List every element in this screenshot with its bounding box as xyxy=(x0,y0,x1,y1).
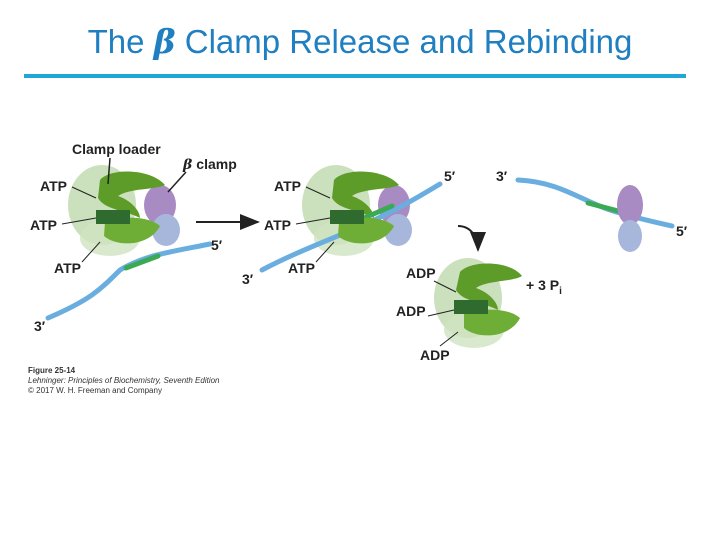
label-atp: ATP xyxy=(40,178,67,194)
pointer-adp xyxy=(433,280,457,293)
clamp-loader-body xyxy=(332,171,399,218)
beta-clamp-blue xyxy=(152,214,180,246)
label-three-prime: 3′ xyxy=(496,168,508,184)
pointer-atp xyxy=(315,241,335,263)
label-atp: ATP xyxy=(54,260,81,276)
label-atp: ATP xyxy=(274,178,301,194)
beta-clamp-blue xyxy=(618,220,642,252)
label-three-prime: 3′ xyxy=(34,318,46,334)
title-suffix: Clamp Release and Rebinding xyxy=(184,23,633,60)
primer-strand-3 xyxy=(585,200,625,215)
beta-clamp-purple xyxy=(617,185,643,225)
clamp-loader-body xyxy=(338,217,394,244)
label-five-prime: 5′ xyxy=(211,237,223,253)
title-underline xyxy=(24,74,686,78)
label-clamp-word: clamp xyxy=(196,156,236,172)
caption-copyright: © 2017 W. H. Freeman and Company xyxy=(28,386,162,395)
label-adp: ADP xyxy=(396,303,426,319)
label-pi-subscript: i xyxy=(559,286,562,297)
label-three-prime: 3′ xyxy=(242,271,254,287)
label-adp: ADP xyxy=(406,265,436,281)
label-five-prime: 5′ xyxy=(444,168,456,184)
pointer-adp xyxy=(439,331,459,347)
pointer-beta-clamp xyxy=(167,171,187,193)
clamp-loader-body xyxy=(456,263,522,310)
clamp-loader-core xyxy=(330,210,364,224)
label-five-prime: 5′ xyxy=(676,223,688,239)
pointer-atp xyxy=(305,186,331,199)
pointer-atp xyxy=(295,217,331,225)
pointer-clamp-loader xyxy=(107,157,111,185)
clamp-loader-body xyxy=(98,171,165,218)
dna-strand-1 xyxy=(45,241,213,321)
pointer-atp xyxy=(81,241,101,263)
panel-clamp-loaded: ATP ATP ATP 5′ 3′ xyxy=(242,165,456,287)
label-atp: ATP xyxy=(30,217,57,233)
release-arrow xyxy=(457,225,486,252)
primer-strand-1 xyxy=(123,253,161,271)
clamp-loader-core xyxy=(454,300,488,314)
clamp-loader-core xyxy=(96,210,130,224)
label-adp: ADP xyxy=(420,347,450,363)
clamp-loader-body xyxy=(104,217,160,244)
slide-title: The β Clamp Release and Rebinding xyxy=(0,22,720,61)
label-clamp-loader: Clamp loader xyxy=(72,141,161,157)
label-plus-pi: + 3 P xyxy=(526,277,559,293)
figure-caption: Figure 25-14 Lehninger: Principles of Bi… xyxy=(28,366,220,396)
pointer-atp xyxy=(71,186,97,199)
label-atp: ATP xyxy=(264,217,291,233)
panel-loader-released: ADP ADP ADP + 3 Pi xyxy=(396,258,562,363)
label-plus-3-pi: + 3 Pi xyxy=(526,277,562,297)
pointer-adp xyxy=(427,309,455,317)
panel-clamp-on-dna: 3′ 5′ xyxy=(496,168,688,252)
beta-clamp-blue xyxy=(384,214,412,246)
title-beta-symbol: β xyxy=(153,22,176,61)
title-prefix: The xyxy=(87,23,145,60)
label-beta-symbol: β xyxy=(182,157,193,173)
clamp-loader-body xyxy=(464,309,520,336)
caption-book-title: Lehninger: Principles of Biochemistry, S… xyxy=(28,376,220,385)
caption-figure-number: Figure 25-14 xyxy=(28,366,76,375)
pointer-atp xyxy=(61,217,97,225)
label-atp: ATP xyxy=(288,260,315,276)
